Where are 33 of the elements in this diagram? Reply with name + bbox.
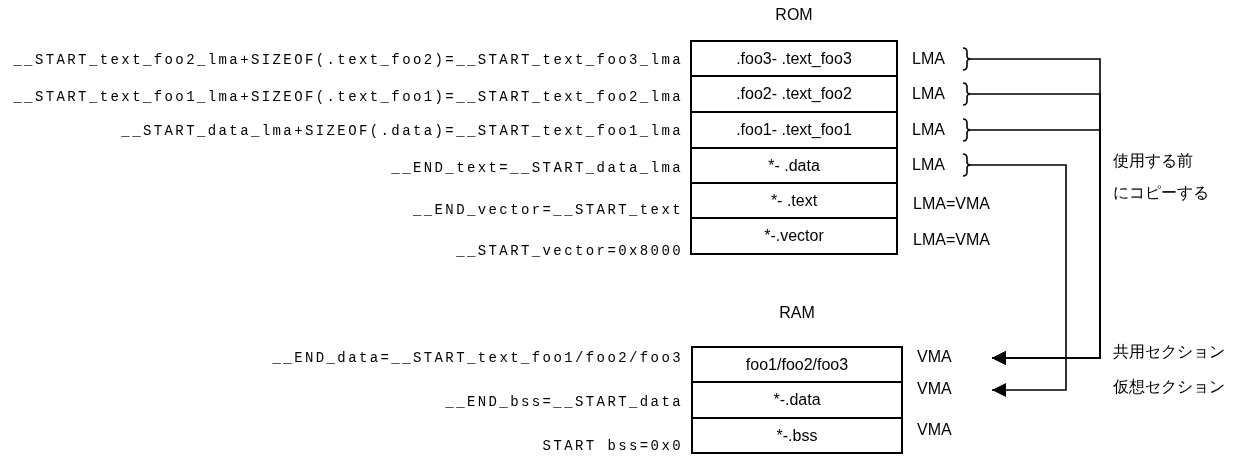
arrow xyxy=(977,164,1067,397)
address-expression: __END_vector=__START_text xyxy=(412,202,683,218)
address-label: LMA=VMA xyxy=(913,195,990,213)
address-label: LMA xyxy=(912,121,945,139)
memory-section: *- .data xyxy=(690,147,898,184)
memory-title: RAM xyxy=(778,304,816,322)
memory-section: .foo3- .text_foo3 xyxy=(690,40,898,77)
address-label: LMA=VMA xyxy=(913,231,990,249)
address-expression: __END_bss=__START_data xyxy=(445,394,683,410)
note-text: 仮想セクション xyxy=(1113,377,1225,397)
address-expression: __START_data_lma+SIZEOF(.data)=__START_text_foo1_lma xyxy=(121,123,683,139)
note-text: 共用セクション xyxy=(1113,342,1225,362)
address-expression: __START_text_foo1_lma+SIZEOF(.text_foo1)=__START_text_foo2_lma xyxy=(13,89,683,105)
memory-section: *-.bss xyxy=(691,417,903,454)
address-expression: __END_text=__START_data_lma xyxy=(391,160,683,176)
address-expression: __END_data=__START_text_foo1/foo2/foo3 xyxy=(272,350,683,366)
address-label: LMA xyxy=(912,50,945,68)
address-label: LMA xyxy=(912,156,945,174)
address-label: VMA xyxy=(917,348,952,366)
address-expression: __START_text_foo2_lma+SIZEOF(.text_foo2)=__START_text_foo3_lma xyxy=(13,52,683,68)
address-label: LMA xyxy=(912,85,945,103)
memory-section: .foo2- .text_foo2 xyxy=(690,75,898,113)
memory-section: .foo1- .text_foo1 xyxy=(690,111,898,149)
memory-section: *-.data xyxy=(691,381,903,419)
address-label: VMA xyxy=(917,380,952,398)
note-text: 使用する前にコピーする xyxy=(1113,150,1209,204)
address-expression: __START_vector=0x8000 xyxy=(456,243,683,259)
memory-section: foo1/foo2/foo3 xyxy=(691,346,903,383)
memory-section: *-.vector xyxy=(690,217,898,255)
memory-section: *- .text xyxy=(690,182,898,219)
address-label: VMA xyxy=(917,421,952,439)
memory-title: ROM xyxy=(774,6,814,24)
address-expression: START bss=0x0 xyxy=(542,438,683,454)
